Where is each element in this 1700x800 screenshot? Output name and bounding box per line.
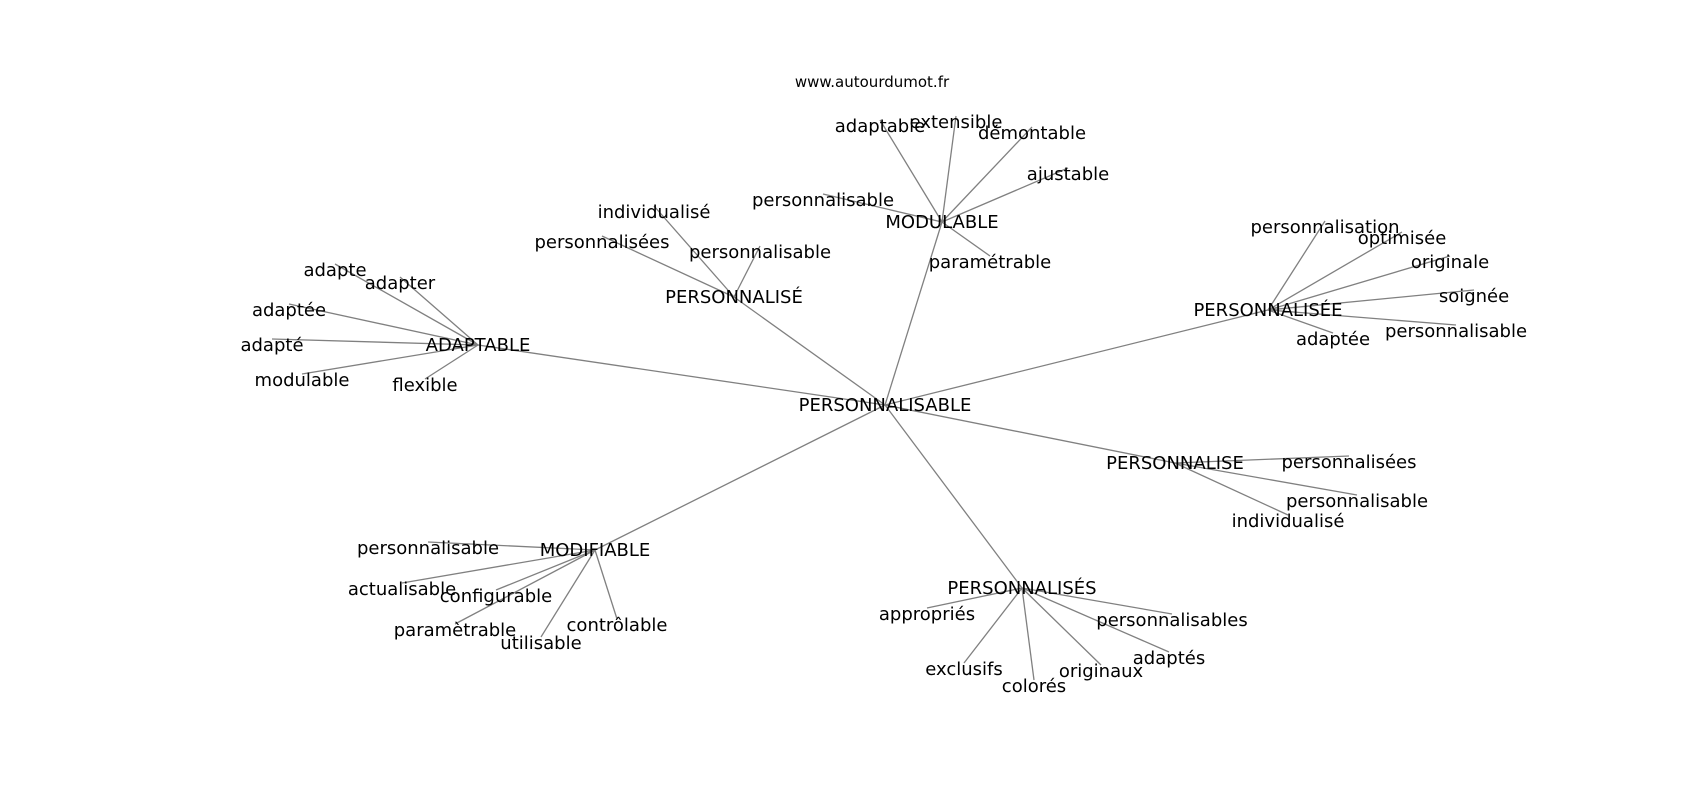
edge-hub-to-leaf: [1174, 462, 1289, 516]
watermark-text: www.autourdumot.fr: [795, 73, 950, 91]
edge-hub-to-leaf: [288, 303, 479, 346]
edge-center-to-hub: [884, 404, 1023, 589]
leaf-node-label: adaptés: [1133, 648, 1205, 669]
leaf-node-label: adaptée: [1296, 329, 1370, 350]
leaf-node-label: personnalisable: [689, 242, 831, 263]
leaf-node-label: individualisé: [598, 202, 711, 223]
edge-hub-to-leaf: [1267, 220, 1326, 311]
leaf-node-label: personnalisées: [534, 232, 669, 253]
leaf-node-label: extensible: [910, 112, 1003, 133]
leaf-node-label: optimisée: [1358, 228, 1447, 249]
leaf-node-label: ajustable: [1027, 164, 1109, 185]
edge-hub-to-leaf: [454, 549, 596, 625]
edge-hub-to-leaf: [941, 221, 991, 257]
leaf-node-label: personnalisable: [1286, 491, 1428, 512]
hub-node-label: PERSONNALISÉ: [665, 286, 803, 308]
leaf-node-label: originaux: [1059, 661, 1144, 682]
leaf-node-label: personnalisable: [752, 190, 894, 211]
hub-node-label: PERSONNALISÉS: [947, 577, 1096, 599]
edge-hub-to-leaf: [334, 263, 479, 346]
edge-hub-to-leaf: [941, 167, 1069, 223]
leaf-node-label: démontable: [978, 123, 1086, 144]
leaf-node-label: adapter: [365, 273, 436, 294]
edge-hub-to-leaf: [1267, 255, 1451, 311]
edge-hub-to-leaf: [271, 338, 479, 346]
edge-hub-to-leaf: [926, 587, 1023, 609]
leaf-node-label: paramètrable: [394, 620, 516, 641]
edge-hub-to-leaf: [1021, 587, 1102, 666]
edge-hub-to-leaf: [1267, 289, 1475, 311]
edge-hub-to-leaf: [1267, 231, 1403, 311]
edge-hub-to-leaf: [1021, 587, 1173, 615]
edge-hub-to-leaf: [424, 344, 479, 380]
edge-hub-to-leaf: [594, 549, 618, 620]
leaf-node-label: adaptée: [252, 300, 326, 321]
edge-hub-to-leaf: [733, 245, 761, 298]
leaf-node-label: adapte: [303, 260, 366, 281]
leaf-node-label: adapté: [240, 335, 303, 356]
leaf-node-label: adaptable: [835, 116, 926, 137]
edge-hub-to-leaf: [941, 126, 1033, 223]
leaf-node-label: personnalisable: [357, 538, 499, 559]
edge-center-to-hub: [594, 404, 886, 551]
leaf-node-label: exclusifs: [925, 659, 1003, 680]
center-node-label: PERSONNALISABLE: [799, 395, 972, 416]
edge-hub-to-leaf: [1174, 455, 1350, 464]
leaf-node-label: soignée: [1439, 286, 1509, 307]
leaf-node-label: modulable: [255, 370, 350, 391]
edge-center-to-hub: [884, 404, 1176, 464]
edge-hub-to-leaf: [879, 119, 943, 223]
leaf-node-label: appropriés: [879, 604, 975, 625]
graph-edges: [271, 115, 1475, 681]
edge-hub-to-leaf: [941, 115, 957, 223]
edge-hub-to-leaf: [427, 541, 596, 551]
hub-node-label: MODIFIABLE: [540, 540, 651, 561]
hub-node-label: MODULABLE: [885, 212, 998, 233]
leaf-node-label: personnalisées: [1281, 452, 1416, 473]
leaf-node-label: actualisable: [348, 579, 456, 600]
hub-node-label: PERSONNALISÉE: [1193, 299, 1342, 321]
leaf-node-label: personnalisation: [1250, 217, 1399, 238]
edge-center-to-hub: [884, 309, 1269, 406]
edge-hub-to-leaf: [399, 276, 479, 346]
edge-hub-to-leaf: [1021, 587, 1170, 653]
leaf-node-label: colorés: [1002, 676, 1066, 697]
edge-hub-to-leaf: [1174, 462, 1358, 496]
graph-labels: www.autourdumot.fr adaptableextensibledé…: [240, 73, 1527, 697]
leaf-node-label: originale: [1411, 252, 1489, 273]
edge-hub-to-leaf: [1267, 309, 1334, 334]
leaf-node-label: personnalisables: [1096, 610, 1247, 631]
edge-center-to-hub: [884, 221, 943, 406]
leaf-node-label: utilisable: [500, 633, 581, 654]
edge-hub-to-leaf: [495, 549, 596, 591]
leaf-node-label: contrôlable: [567, 615, 668, 636]
edge-center-to-hub: [477, 344, 886, 406]
edge-hub-to-leaf: [1021, 587, 1035, 681]
hub-node-label: ADAPTABLE: [426, 335, 531, 356]
hub-node-label: PERSONNALISE: [1106, 453, 1244, 474]
edge-hub-to-leaf: [963, 587, 1023, 664]
edge-hub-to-leaf: [1267, 309, 1457, 326]
leaf-node-label: flexible: [392, 375, 457, 396]
leaf-node-label: configurable: [440, 586, 552, 607]
edge-hub-to-leaf: [653, 205, 735, 298]
edge-hub-to-leaf: [301, 344, 479, 375]
edge-hub-to-leaf: [601, 235, 735, 298]
edge-hub-to-leaf: [540, 549, 596, 638]
leaf-node-label: personnalisable: [1385, 321, 1527, 342]
edge-center-to-hub: [733, 296, 886, 406]
edge-hub-to-leaf: [822, 193, 943, 223]
leaf-node-label: paramétrable: [929, 252, 1051, 273]
edge-hub-to-leaf: [401, 549, 596, 584]
leaf-node-label: individualisé: [1232, 511, 1345, 532]
